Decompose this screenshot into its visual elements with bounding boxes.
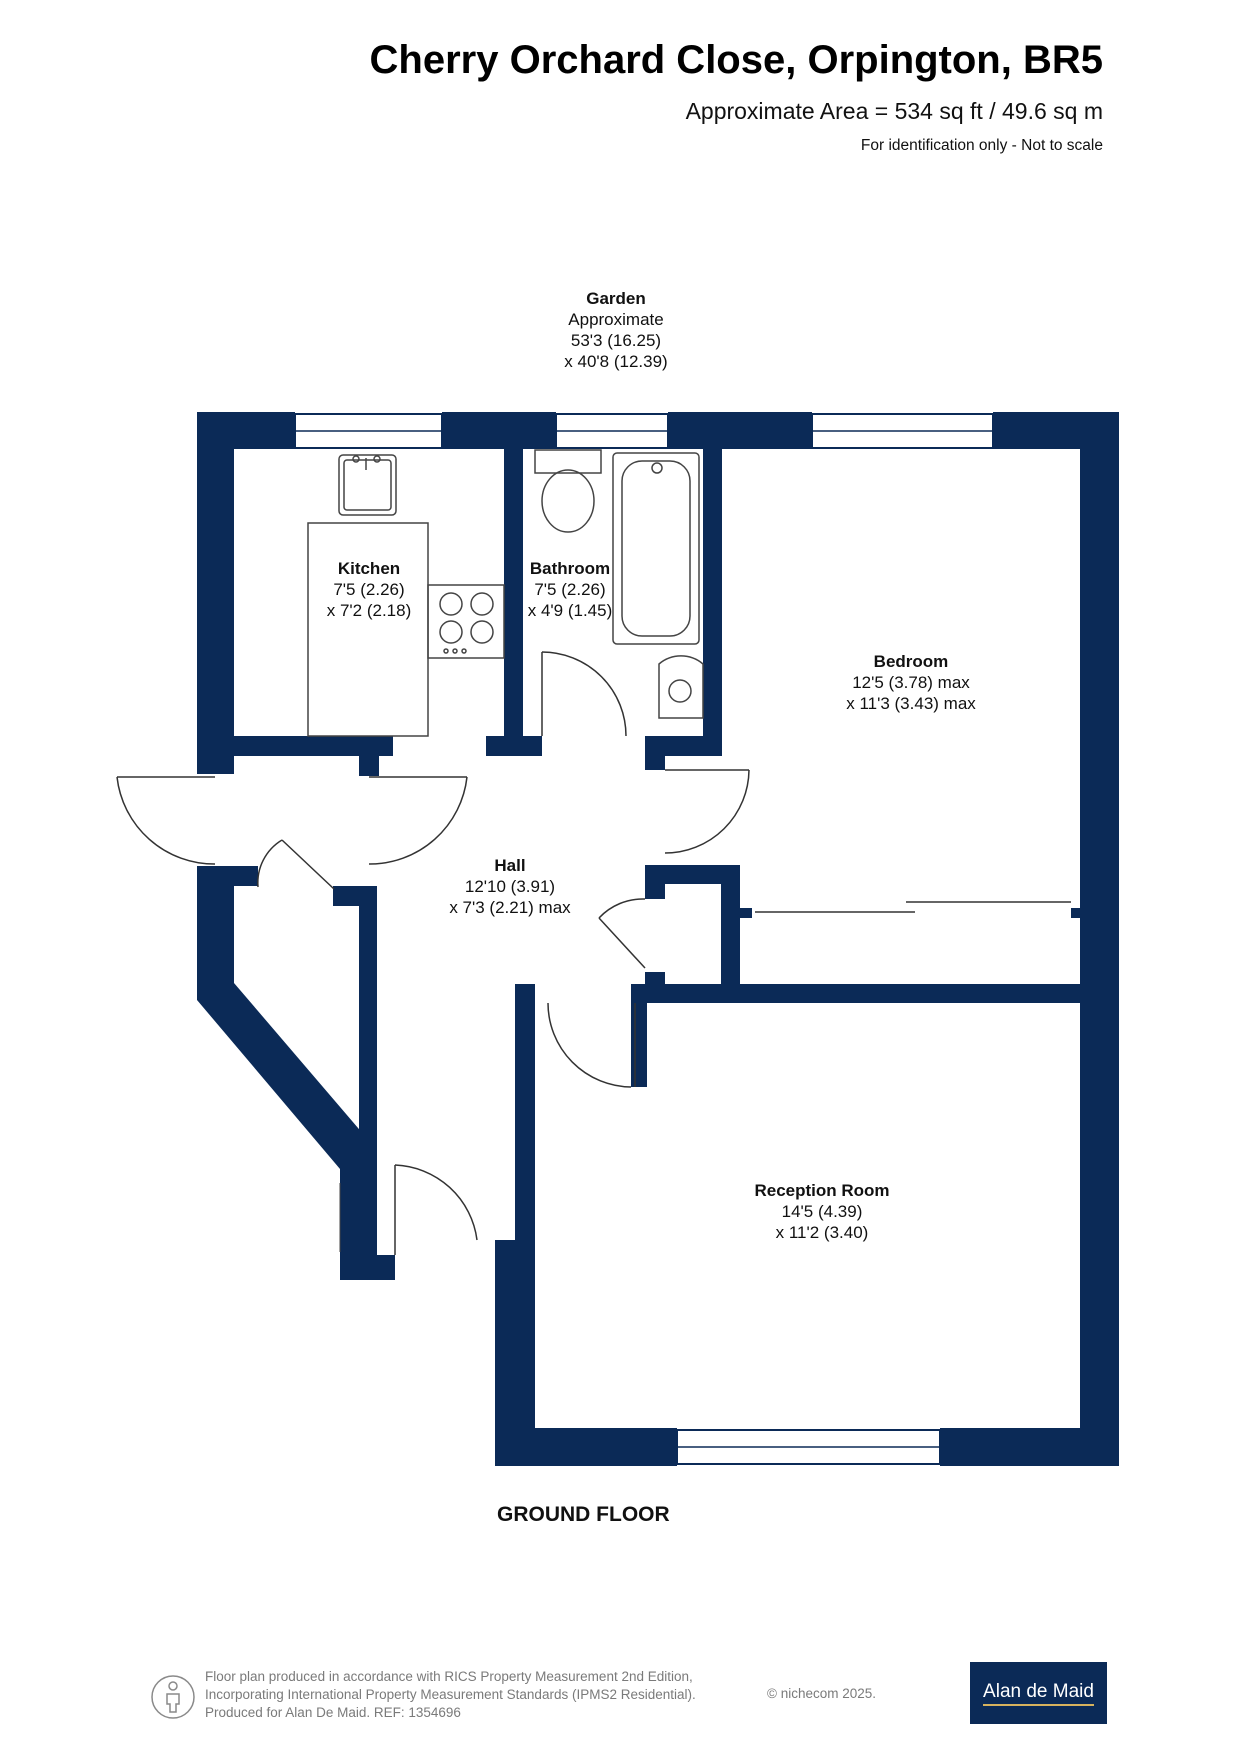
wall-hall-right-top	[515, 984, 535, 1240]
wall-kitchen-bottom-a	[197, 736, 393, 756]
wall-kitchen-bath	[504, 412, 523, 754]
wall-left-angled	[197, 866, 376, 1280]
doors	[116, 651, 1071, 1255]
kitchen-fixtures	[307, 454, 505, 737]
wall-kitchen-bottom-b	[359, 736, 379, 776]
reception-line2: x 11'2 (3.40)	[775, 1223, 869, 1242]
garden-line1: Approximate	[568, 310, 664, 329]
bath-basin	[658, 655, 704, 719]
bathroom-name: Bathroom	[529, 559, 611, 578]
bedroom-line2: x 11'3 (3.43) max	[846, 694, 976, 713]
bathroom-line2: x 4'9 (1.45)	[527, 601, 613, 620]
wall-hall-stub	[645, 972, 665, 1003]
page-title: Cherry Orchard Close, Orpington, BR5	[369, 38, 1103, 82]
bathroom-line1: 7'5 (2.26)	[534, 580, 606, 599]
wall-right	[1080, 412, 1119, 1466]
wall-bath-stub	[645, 736, 665, 770]
wall-cupboard-stub	[645, 865, 665, 899]
bedroom-label: Bedroom 12'5 (3.78) max x 11'3 (3.43) ma…	[846, 651, 976, 714]
wall-bed-stub	[740, 908, 752, 918]
wall-top-mid	[442, 412, 556, 449]
wall-left-kitchen	[197, 412, 234, 774]
bathtub	[612, 452, 700, 645]
garden-label: Garden Approximate 53'3 (16.25) x 40'8 (…	[564, 288, 667, 372]
kitchen-hob	[427, 584, 505, 659]
footer-text: Floor plan produced in accordance with R…	[205, 1668, 696, 1722]
hall-line2: x 7'3 (2.21) max	[449, 898, 571, 917]
wall-bed-stub-2	[1071, 908, 1083, 918]
bedroom-line1: 12'5 (3.78) max	[852, 673, 970, 692]
scale-note: For identification only - Not to scale	[860, 137, 1103, 154]
garden-line3: x 40'8 (12.39)	[564, 352, 668, 371]
person-icon	[151, 1675, 195, 1719]
footer-line3: Produced for Alan De Maid. REF: 1354696	[205, 1705, 461, 1720]
wall-inner-stub	[333, 886, 361, 906]
floor-label: GROUND FLOOR	[497, 1503, 670, 1526]
wall-cupboard-top	[645, 865, 740, 884]
wall-reception-bottom-b	[940, 1428, 1119, 1466]
wall-bath-bottom-a	[486, 736, 542, 756]
wall-hall-left	[359, 886, 377, 1280]
reception-name: Reception Room	[754, 1181, 890, 1200]
wall-left-stub	[234, 866, 258, 886]
wall-bath-bed	[703, 412, 722, 756]
kitchen-line2: x 7'2 (2.18)	[326, 601, 412, 620]
footer-line1: Floor plan produced in accordance with R…	[205, 1669, 693, 1684]
wall-reception-top	[631, 984, 1119, 1003]
brand-name: Alan de Maid	[983, 1681, 1094, 1706]
kitchen-sink	[338, 454, 397, 516]
wall-cupboard-side	[721, 865, 740, 1003]
copyright: © nichecom 2025.	[767, 1686, 877, 1701]
garden-line2: 53'3 (16.25)	[570, 331, 662, 350]
approximate-area: Approximate Area = 534 sq ft / 49.6 sq m	[685, 98, 1103, 124]
bedroom-name: Bedroom	[873, 652, 949, 671]
hall-line1: 12'10 (3.91)	[464, 877, 556, 896]
kitchen-line1: 7'5 (2.26)	[333, 580, 405, 599]
toilet-bowl	[541, 469, 595, 533]
garden-name: Garden	[586, 289, 646, 308]
bathroom-fixtures	[534, 449, 704, 719]
bathroom-label: Bathroom 7'5 (2.26) x 4'9 (1.45)	[528, 558, 613, 621]
wall-reception-bottom-a	[495, 1428, 677, 1466]
brand-logo: Alan de Maid	[970, 1662, 1107, 1724]
wall-reception-top-stub	[631, 984, 647, 1087]
kitchen-label: Kitchen 7'5 (2.26) x 7'2 (2.18)	[327, 558, 412, 621]
reception-line1: 14'5 (4.39)	[781, 1202, 863, 1221]
hall-label: Hall 12'10 (3.91) x 7'3 (2.21) max	[449, 855, 570, 918]
kitchen-name: Kitchen	[337, 559, 401, 578]
wall-hall-left-foot	[340, 1255, 395, 1280]
walls	[197, 412, 1119, 1466]
reception-label: Reception Room 14'5 (4.39) x 11'2 (3.40)	[754, 1180, 889, 1243]
wall-top-bath	[668, 412, 812, 449]
footer-line2: Incorporating International Property Mea…	[205, 1687, 696, 1702]
kitchen-counter	[307, 522, 429, 737]
hall-name: Hall	[494, 856, 526, 875]
toilet-cistern	[534, 449, 602, 474]
